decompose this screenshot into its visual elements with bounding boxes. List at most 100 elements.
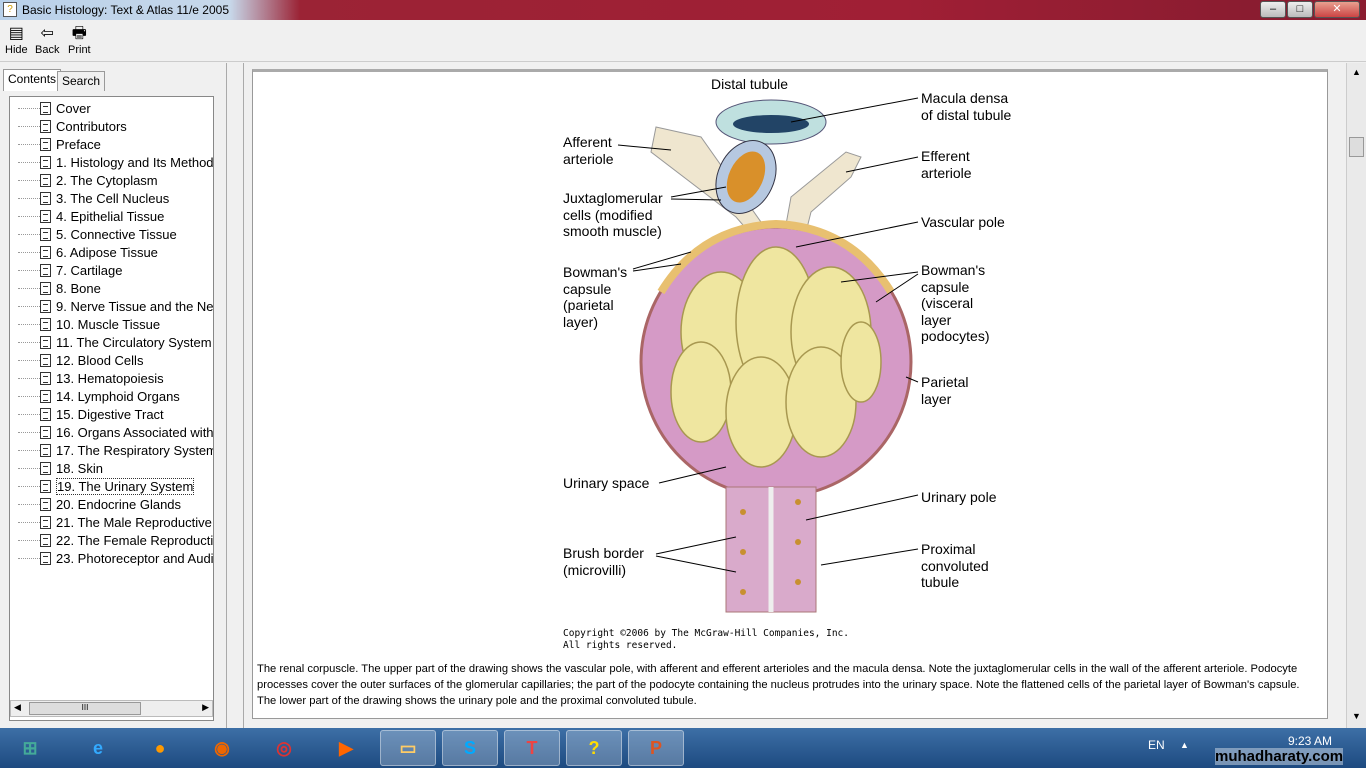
scroll-thumb[interactable]: III — [29, 702, 141, 715]
figure-right-label: Efferent arteriole — [921, 148, 972, 181]
contents-item[interactable]: 5. Connective Tissue — [10, 225, 177, 243]
powerpoint-icon[interactable]: P — [628, 730, 684, 766]
contents-item[interactable]: 6. Adipose Tissue — [10, 243, 158, 261]
chrome-icon[interactable]: ◎ — [276, 737, 292, 758]
tree-line — [18, 305, 40, 307]
contents-item[interactable]: 13. Hematopoiesis — [10, 369, 164, 387]
contents-item-label: Contributors — [56, 118, 127, 134]
skype-icon[interactable]: S — [442, 730, 498, 766]
tree-line — [18, 413, 40, 415]
document-icon — [40, 155, 51, 169]
document-icon — [40, 371, 51, 385]
contents-item[interactable]: 12. Blood Cells — [10, 351, 143, 369]
document-icon — [40, 443, 51, 457]
contents-item[interactable]: 15. Digestive Tract — [10, 405, 164, 423]
tray-expand-icon[interactable]: ▲ — [1180, 740, 1189, 750]
content-pane: Distal tubule Copyright ©2006 by The McG… — [244, 63, 1346, 728]
tree-line — [18, 251, 40, 253]
figure-right-label: Proximal convoluted tubule — [921, 541, 989, 590]
contents-item-label: 6. Adipose Tissue — [56, 244, 158, 260]
document-icon — [40, 281, 51, 295]
contents-item-label: 13. Hematopoiesis — [56, 370, 164, 386]
contents-item[interactable]: 11. The Circulatory System — [10, 333, 212, 351]
scroll-left-icon[interactable]: ◀ — [14, 702, 21, 712]
tree-line — [18, 269, 40, 271]
language-indicator[interactable]: EN — [1148, 738, 1165, 752]
scroll-right-icon[interactable]: ▶ — [202, 702, 209, 712]
start-icon[interactable]: ⊞ — [22, 737, 38, 758]
document-icon — [40, 191, 51, 205]
tree-line — [18, 323, 40, 325]
contents-item-label: 18. Skin — [56, 460, 103, 476]
contents-item[interactable]: 8. Bone — [10, 279, 101, 297]
print-label: Print — [68, 44, 91, 56]
scroll-down-icon[interactable]: ▼ — [1352, 711, 1361, 721]
app-orange-icon[interactable]: ● — [154, 737, 166, 758]
pane-splitter[interactable] — [226, 63, 244, 728]
watermark: muhadharaty.com — [1215, 748, 1344, 765]
tree-line — [18, 557, 40, 559]
contents-item[interactable]: 10. Muscle Tissue — [10, 315, 160, 333]
contents-item[interactable]: 3. The Cell Nucleus — [10, 189, 169, 207]
contents-item[interactable]: 1. Histology and Its Methods — [10, 153, 213, 171]
clock[interactable]: 9:23 AM — [1288, 734, 1333, 748]
back-button[interactable]: ⇦Back — [35, 24, 59, 56]
contents-item[interactable]: 16. Organs Associated with — [10, 423, 213, 441]
close-button[interactable]: ✕ — [1314, 1, 1360, 18]
document-icon — [40, 389, 51, 403]
contents-item-label: 3. The Cell Nucleus — [56, 190, 170, 206]
contents-item[interactable]: 17. The Respiratory System — [10, 441, 213, 459]
contents-item-label: 9. Nerve Tissue and the Nervous System — [56, 298, 214, 314]
document-icon — [40, 317, 51, 331]
file-explorer-icon[interactable]: ▭ — [380, 730, 436, 766]
hide-button[interactable]: ▤Hide — [5, 24, 28, 56]
horizontal-scrollbar[interactable]: ◀ III ▶ — [10, 700, 213, 717]
document-icon — [40, 407, 51, 421]
scroll-up-icon[interactable]: ▲ — [1352, 67, 1361, 77]
contents-item-label: 11. The Circulatory System — [56, 334, 212, 350]
contents-item[interactable]: 2. The Cytoplasm — [10, 171, 158, 189]
contents-item-label: 19. The Urinary System — [56, 477, 195, 495]
media-player-icon[interactable]: ▶ — [339, 737, 353, 758]
contents-item[interactable]: 14. Lymphoid Organs — [10, 387, 180, 405]
contents-item[interactable]: 19. The Urinary System — [10, 477, 195, 495]
contents-item[interactable]: 7. Cartilage — [10, 261, 122, 279]
figure-right-label: Bowman's capsule (visceral layer podocyt… — [921, 262, 990, 344]
document-icon — [40, 515, 51, 529]
label-distal-tubule: Distal tubule — [711, 76, 789, 92]
vertical-scrollbar[interactable]: ▲ ▼ — [1346, 63, 1366, 728]
contents-item[interactable]: 20. Endocrine Glands — [10, 495, 181, 513]
tab-contents[interactable]: Contents — [3, 69, 62, 91]
contents-item[interactable]: Cover — [10, 99, 91, 117]
contents-item[interactable]: 9. Nerve Tissue and the Nervous System — [10, 297, 214, 315]
internet-explorer-icon[interactable]: e — [92, 737, 103, 758]
copyright-notice: Copyright ©2006 by The McGraw-Hill Compa… — [563, 628, 849, 651]
contents-item[interactable]: 21. The Male Reproductive — [10, 513, 212, 531]
help-icon[interactable]: ? — [566, 730, 622, 766]
figure-right-label: Macula densa of distal tubule — [921, 90, 1012, 123]
maximize-button[interactable]: □ — [1287, 1, 1313, 18]
app-t-icon[interactable]: T — [504, 730, 560, 766]
document-icon — [40, 101, 51, 115]
contents-item[interactable]: 23. Photoreceptor and Audi — [10, 549, 213, 567]
figure-caption: The renal corpuscle. The upper part of t… — [257, 663, 1300, 707]
title-bar: ? Basic Histology: Text & Atlas 11/e 200… — [0, 0, 1366, 20]
print-button[interactable]: 🖶Print — [68, 24, 91, 56]
toolbar: ▤Hide ⇦Back 🖶Print — [0, 20, 1366, 62]
firefox-icon[interactable]: ◉ — [214, 737, 230, 758]
minimize-button[interactable]: – — [1260, 1, 1286, 18]
hide-label: Hide — [5, 44, 28, 56]
contents-item[interactable]: 18. Skin — [10, 459, 103, 477]
contents-item[interactable]: 22. The Female Reproductive — [10, 531, 213, 549]
back-label: Back — [35, 44, 60, 56]
tab-search[interactable]: Search — [57, 71, 106, 91]
contents-item[interactable]: Preface — [10, 135, 101, 153]
tree-line — [18, 485, 40, 487]
contents-item[interactable]: 4. Epithelial Tissue — [10, 207, 164, 225]
contents-item[interactable]: Contributors — [10, 117, 127, 135]
tree-line — [18, 431, 40, 433]
scroll-thumb[interactable] — [1349, 137, 1364, 157]
contents-item-label: 7. Cartilage — [56, 262, 123, 278]
